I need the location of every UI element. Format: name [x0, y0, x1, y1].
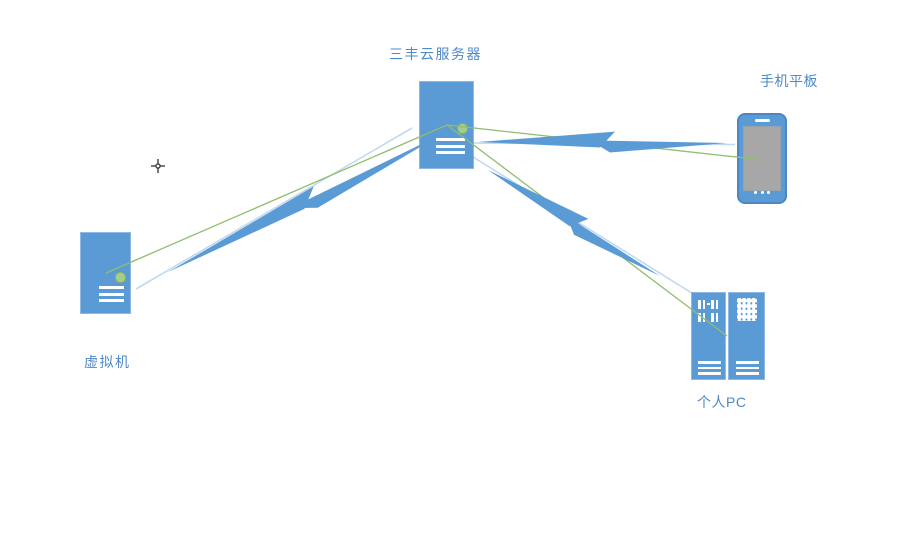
- label-cloud-server[interactable]: 三丰云服务器: [389, 46, 482, 62]
- node-cloud-server[interactable]: [419, 81, 474, 169]
- lightning-bolt-server-pc[interactable]: [488, 170, 660, 276]
- node-personal-pc[interactable]: [691, 292, 765, 380]
- node-phone-tablet[interactable]: [737, 113, 787, 204]
- vent-dash-icon: [706, 302, 710, 305]
- status-dot-icon: [115, 272, 126, 283]
- phone-buttons-icon: [739, 181, 785, 199]
- dot-grid-panel-icon: [737, 298, 757, 321]
- label-virtual-machine[interactable]: 虚拟机: [84, 354, 131, 370]
- lightning-bolt-server-phone[interactable]: [478, 131, 727, 153]
- node-virtual-machine[interactable]: [80, 232, 131, 314]
- label-phone-tablet[interactable]: 手机平板: [760, 73, 818, 89]
- lightning-bolt-vm-server[interactable]: [168, 134, 442, 272]
- vent-slots-icon: [698, 300, 701, 309]
- green-link-server-to-pc: [446, 124, 728, 337]
- status-dot-icon: [457, 123, 468, 134]
- pc-tower-left: [691, 292, 726, 380]
- pc-tower-right: [728, 292, 765, 380]
- phone-speaker-icon: [755, 119, 770, 122]
- crosshair-cursor-icon: [151, 159, 165, 173]
- label-personal-pc[interactable]: 个人PC: [697, 394, 747, 410]
